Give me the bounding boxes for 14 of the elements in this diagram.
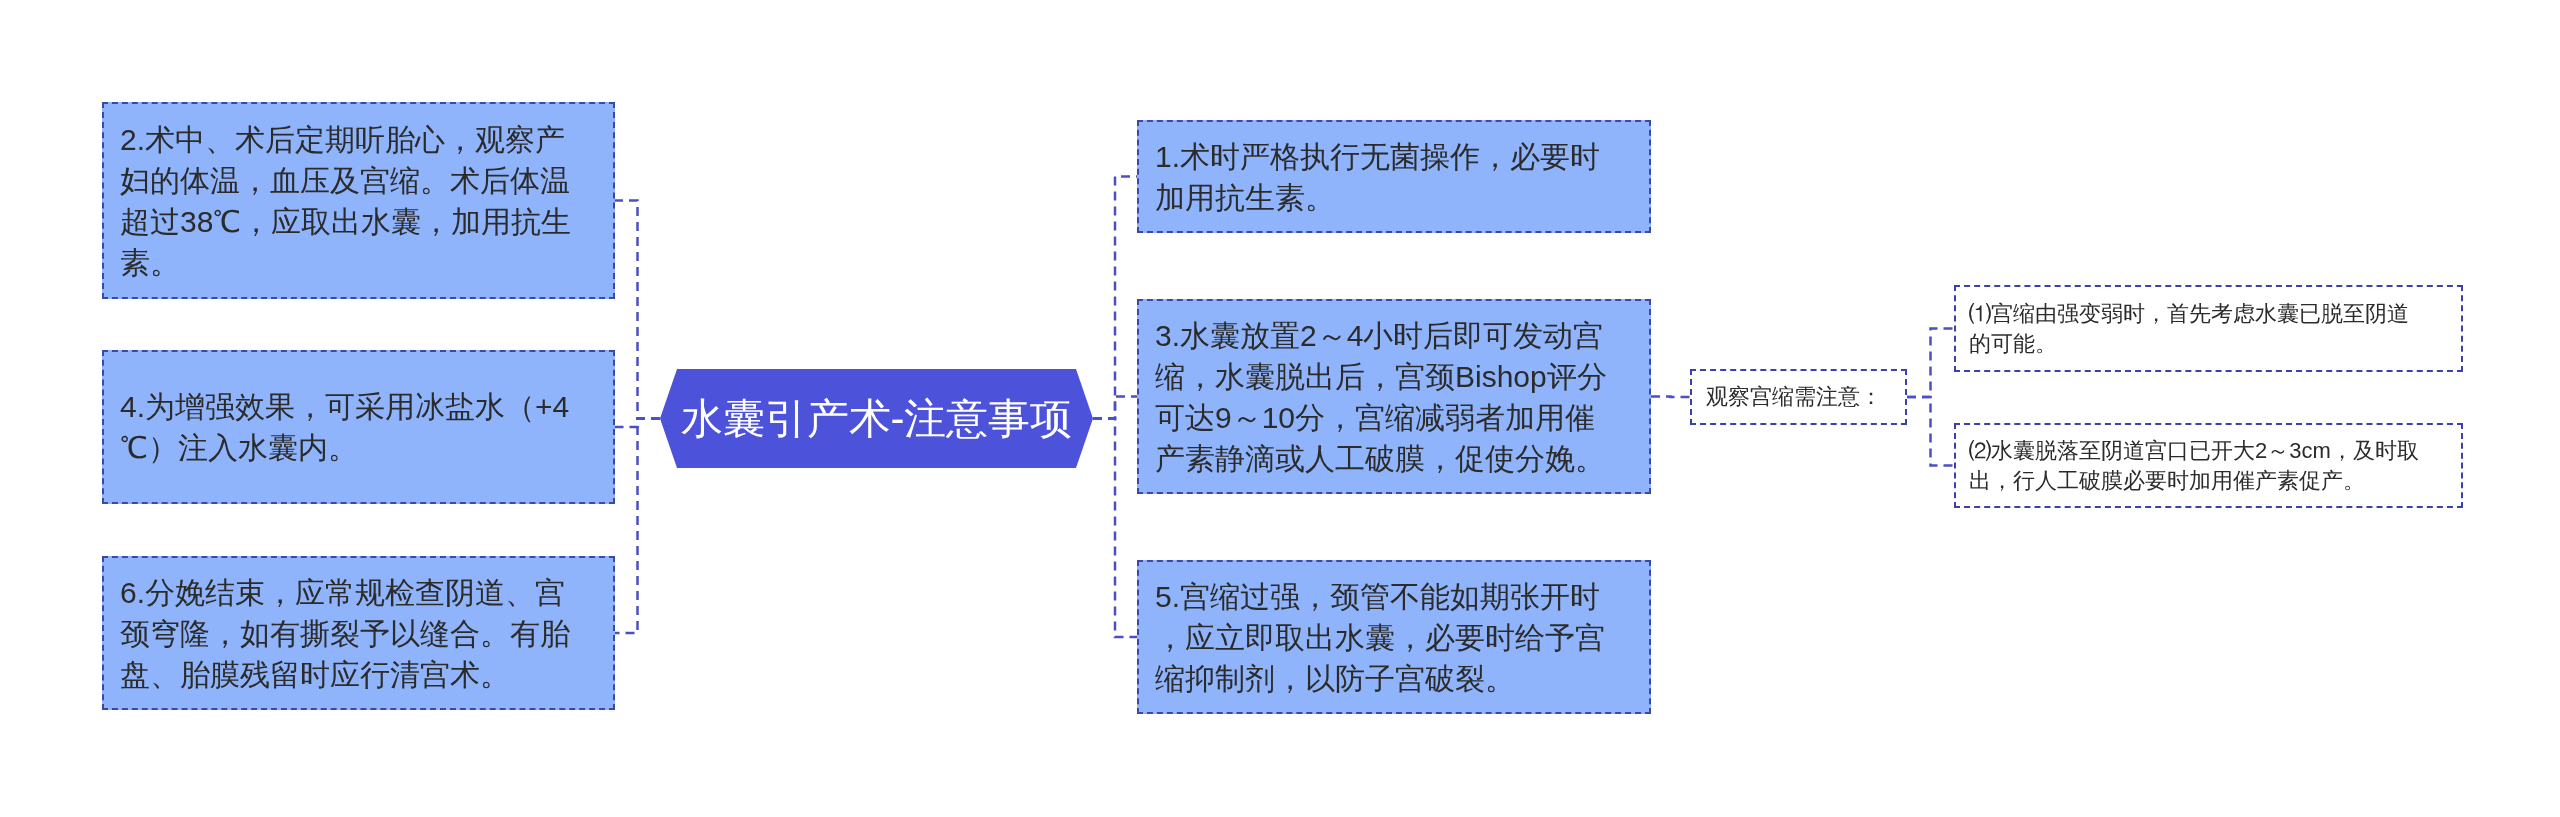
topic-box: 观察宫缩需注意： [1690, 369, 1907, 425]
connector-line [1651, 395, 1690, 399]
text-box: 5.宫缩过强，颈管不能如期张开时，应立即取出水囊，必要时给予宫缩抑制剂，以防子宫破裂。 [1137, 560, 1651, 714]
text-box: 1.术时严格执行无菌操作，必要时加用抗生素。 [1137, 120, 1651, 233]
connector-line [615, 417, 660, 635]
text-box: ⑵水囊脱落至阴道宫口已开大2～3cm，及时取出，行人工破膜必要时加用催产素促产。 [1954, 423, 2463, 508]
connector-line [1093, 417, 1137, 639]
text-box: 3.水囊放置2～4小时后即可发动宫缩，水囊脱出后，宫颈Bishop评分可达9～10分，宫缩减弱者加用催产素静滴或人工破膜，促使分娩。 [1137, 299, 1651, 494]
text-box: 6.分娩结束，应常规检查阴道、宫颈穹隆，如有撕裂予以缝合。有胎盘、胎膜残留时应行清宫术。 [102, 556, 615, 710]
connector-line [1907, 395, 1954, 467]
text-box: ⑴宫缩由强变弱时，首先考虑水囊已脱至阴道的可能。 [1954, 285, 2463, 372]
text-box: 2.术中、术后定期听胎心，观察产妇的体温，血压及宫缩。术后体温超过38℃，应取出水囊，加用抗生素。 [102, 102, 615, 299]
text-box: 4.为增强效果，可采用冰盐水（+4℃）注入水囊内。 [102, 350, 615, 504]
hexagon-node: 水囊引产术-注意事项 [660, 369, 1093, 468]
